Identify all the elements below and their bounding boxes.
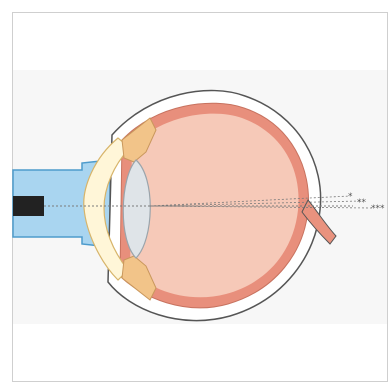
pupil-block	[13, 196, 44, 216]
focus-marker-single: *	[348, 192, 353, 202]
focus-marker-triple: ***	[371, 204, 385, 214]
focus-marker-double: **	[357, 198, 367, 208]
